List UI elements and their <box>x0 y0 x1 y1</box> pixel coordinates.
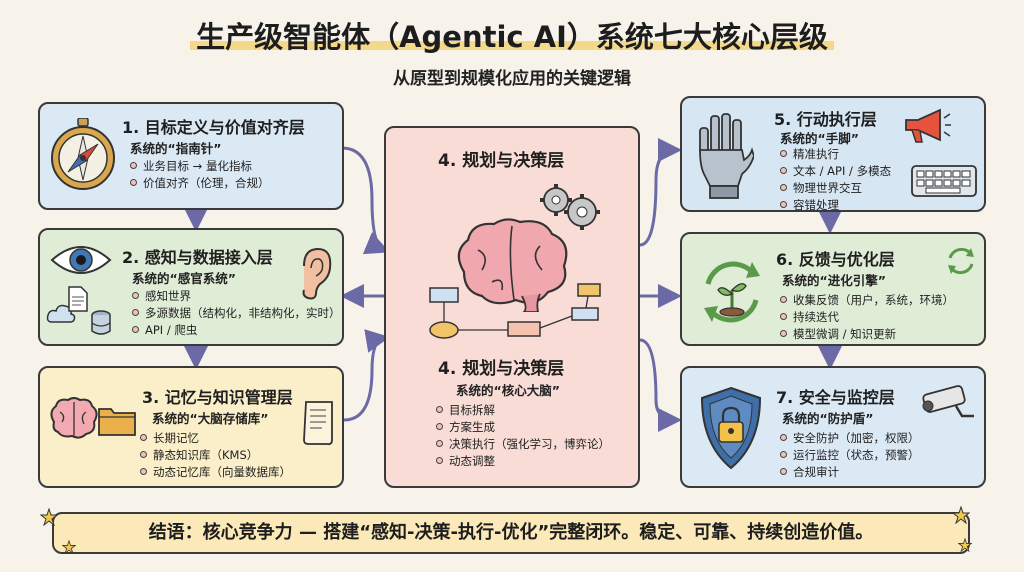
arrow-l3-l4 <box>343 329 390 422</box>
layer-4-top-title: 4. 规划与决策层 <box>438 151 565 171</box>
list-item: 业务目标 → 量化指标 <box>130 158 270 175</box>
layer-5-subtitle: 系统的“手脚” <box>780 131 859 146</box>
layer-5-list: 精准执行 文本 / API / 多模态 物理世界交互 容错处理 <box>780 146 891 214</box>
layer-3-card: 3. 记忆与知识管理层 系统的“大脑存储库” 长期记忆 静态知识库（KMS） 动… <box>38 366 344 488</box>
conclusion-text: 结语：核心竞争力 — 搭建“感知-决策-执行-优化”完整闭环。稳定、可靠、持续创… <box>148 522 874 543</box>
layer-1-title: 1. 目标定义与价值对齐层 <box>122 118 305 137</box>
robot-hand-icon <box>699 113 754 199</box>
layer-5-card: 5. 行动执行层 系统的“手脚” 精准执行 文本 / API / 多模态 物理世… <box>680 96 986 212</box>
layer-7-list: 安全防护（加密，权限） 运行监控（状态，预警） 合规审计 <box>780 430 920 481</box>
list-item: 感知世界 <box>132 288 341 305</box>
layer-4-title: 4. 规划与决策层 <box>438 359 565 379</box>
list-item: 精准执行 <box>780 146 891 163</box>
layer-2-list: 感知世界 多源数据（结构化，非结构化，实时） API / 爬虫 <box>132 288 341 339</box>
refresh-icon <box>948 247 974 275</box>
keyboard-icon <box>911 165 977 197</box>
camera-icon <box>922 385 974 418</box>
page-subtitle: 从原型到规模化应用的关键逻辑 <box>393 69 631 89</box>
arrow-l4-l5 <box>639 138 682 247</box>
layer-1-list: 业务目标 → 量化指标 价值对齐（伦理，合规） <box>130 158 270 192</box>
list-item: 运行监控（状态，预警） <box>780 447 920 464</box>
document-icon <box>68 286 88 312</box>
scroll-icon <box>303 401 333 446</box>
layer-4-list: 目标拆解 方案生成 决策执行（强化学习，博弈论） 动态调整 <box>436 402 610 470</box>
page-title-text: 生产级智能体（Agentic AI）系统七大核心层级 <box>190 20 834 54</box>
gear-icon <box>540 184 600 230</box>
list-item: 模型微调 / 知识更新 <box>780 326 954 343</box>
list-item: 物理世界交互 <box>780 180 891 197</box>
flowchart-icon <box>429 283 601 339</box>
eye-icon <box>50 246 112 274</box>
conclusion-banner: 结语：核心竞争力 — 搭建“感知-决策-执行-优化”完整闭环。稳定、可靠、持续创… <box>52 512 970 554</box>
layer-1-subtitle: 系统的“指南针” <box>130 141 222 156</box>
star-icon <box>952 506 970 524</box>
layer-3-subtitle: 系统的“大脑存储库” <box>152 411 269 426</box>
star-icon <box>958 538 972 552</box>
list-item: 动态记忆库（向量数据库） <box>140 464 291 481</box>
list-item: 价值对齐（伦理，合规） <box>130 175 270 192</box>
list-item: 长期记忆 <box>140 430 291 447</box>
list-item: 静态知识库（KMS） <box>140 447 291 464</box>
arrow-l1-l4 <box>341 146 390 255</box>
layer-3-title: 3. 记忆与知识管理层 <box>142 388 293 407</box>
layer-3-list: 长期记忆 静态知识库（KMS） 动态记忆库（向量数据库） <box>140 430 291 481</box>
compass-icon <box>51 118 115 190</box>
layer-4-subtitle: 系统的“核心大脑” <box>456 383 560 398</box>
layer-6-list: 收集反馈（用户，系统，环境） 持续迭代 模型微调 / 知识更新 <box>780 292 954 343</box>
brain-icon <box>50 397 98 439</box>
layer-2-card: 2. 感知与数据接入层 系统的“感官系统” 感知世界 多源数据（结构化，非结构化… <box>38 228 344 346</box>
shield-lock-icon <box>700 386 762 470</box>
layer-1-card: 1. 目标定义与价值对齐层 系统的“指南针” 业务目标 → 量化指标 价值对齐（… <box>38 102 344 210</box>
list-item: 安全防护（加密，权限） <box>780 430 920 447</box>
folder-icon <box>98 408 136 436</box>
brain-icon <box>457 218 568 312</box>
ear-icon <box>302 247 332 300</box>
layer-7-subtitle: 系统的“防护盾” <box>782 411 874 426</box>
list-item: 决策执行（强化学习，博弈论） <box>436 436 610 453</box>
megaphone-icon <box>905 108 951 143</box>
star-icon <box>62 540 76 554</box>
list-item: 动态调整 <box>436 453 610 470</box>
arrow-l4-l7 <box>639 338 682 432</box>
layer-4-card: 4. 规划与决策层 4. 规划与决策层 系统的“核心大脑” 目标拆解 方 <box>384 126 640 488</box>
list-item: 持续迭代 <box>780 309 954 326</box>
list-item: 容错处理 <box>780 197 891 214</box>
sprout-cycle-icon <box>704 261 760 323</box>
cloud-icon <box>46 304 76 323</box>
layer-5-title: 5. 行动执行层 <box>774 110 877 129</box>
list-item: 收集反馈（用户，系统，环境） <box>780 292 954 309</box>
layer-6-subtitle: 系统的“进化引擎” <box>782 273 886 288</box>
layer-6-card: 6. 反馈与优化层 系统的“进化引擎” 收集反馈（用户，系统，环境） 持续迭代 … <box>680 232 986 346</box>
list-item: 目标拆解 <box>436 402 610 419</box>
layer-7-card: 7. 安全与监控层 系统的“防护盾” 安全防护（加密，权限） 运行监控（状态，预… <box>680 366 986 488</box>
list-item: 方案生成 <box>436 419 610 436</box>
page-title: 生产级智能体（Agentic AI）系统七大核心层级 <box>0 14 1024 56</box>
database-icon <box>91 310 111 335</box>
list-item: 文本 / API / 多模态 <box>780 163 891 180</box>
layer-6-title: 6. 反馈与优化层 <box>776 250 895 269</box>
layer-2-title: 2. 感知与数据接入层 <box>122 248 273 267</box>
layer-2-subtitle: 系统的“感官系统” <box>132 271 236 286</box>
star-icon <box>40 508 58 526</box>
list-item: 合规审计 <box>780 464 920 481</box>
layer-7-title: 7. 安全与监控层 <box>776 388 895 407</box>
list-item: API / 爬虫 <box>132 322 341 339</box>
list-item: 多源数据（结构化，非结构化，实时） <box>132 305 341 322</box>
